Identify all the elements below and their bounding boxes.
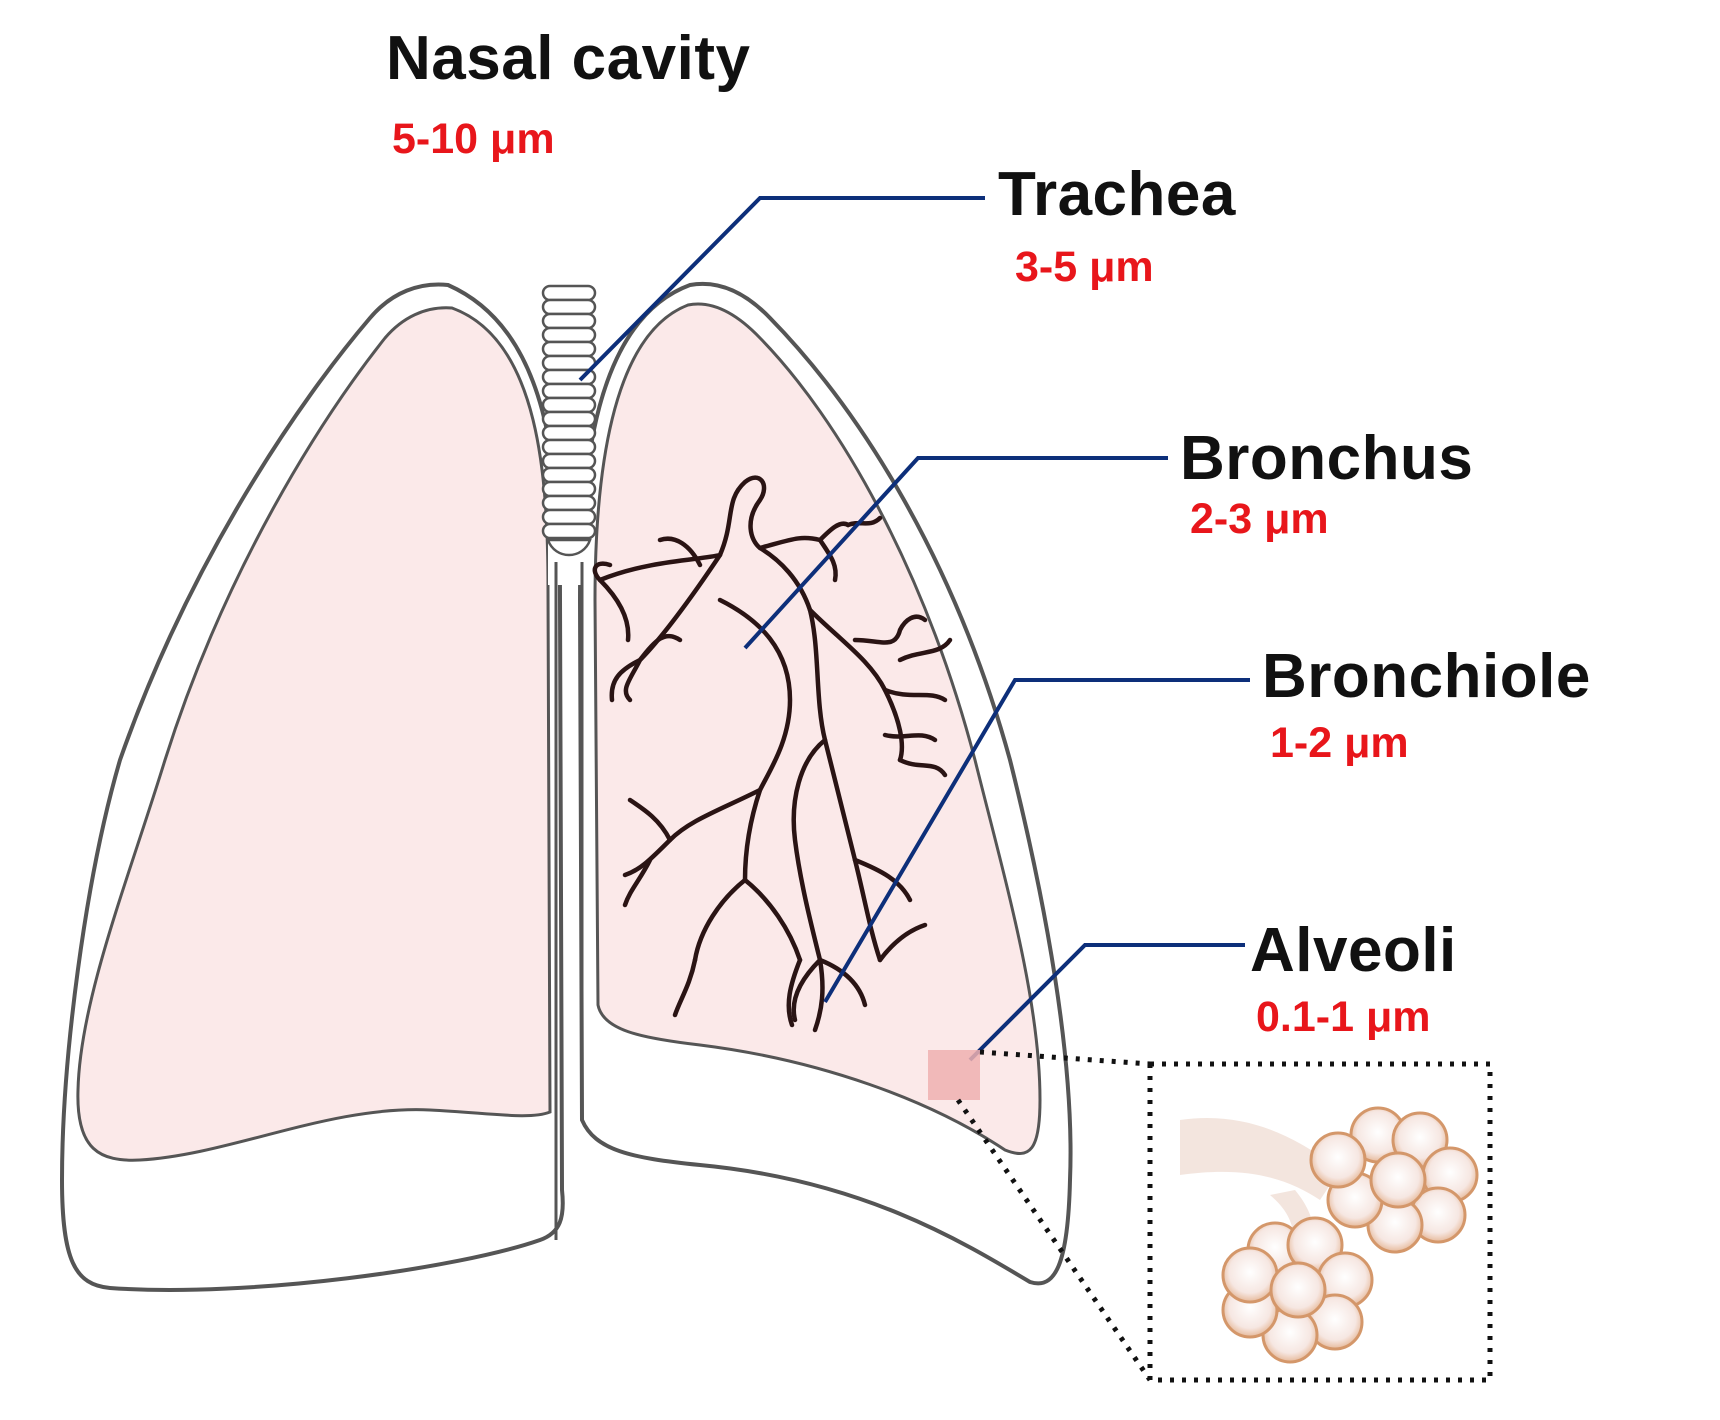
left-lung: [59, 282, 565, 1292]
nasal-cavity-label: Nasal cavity: [386, 24, 751, 93]
alveoli-size: 0.1-1 μm: [1256, 993, 1431, 1041]
alveoli-zoom-callout: [928, 1049, 1493, 1383]
bronchus-label: Bronchus: [1180, 424, 1474, 493]
alveoli-label: Alveoli: [1250, 916, 1457, 985]
bronchus-size: 2-3 μm: [1190, 495, 1329, 543]
trachea-size: 3-5 μm: [1015, 243, 1154, 291]
right-lung: [577, 282, 1073, 1286]
nasal-cavity-size: 5-10 μm: [392, 115, 555, 163]
trachea-label: Trachea: [998, 160, 1236, 229]
trachea-rings-icon: [541, 284, 597, 1240]
bronchiole-size: 1-2 μm: [1270, 719, 1409, 767]
alveoli-cluster-icon: [1180, 1106, 1479, 1364]
bronchiole-label: Bronchiole: [1262, 642, 1591, 711]
leader-lines: [578, 196, 1250, 1062]
bronchial-tree-icon: [592, 475, 953, 1033]
